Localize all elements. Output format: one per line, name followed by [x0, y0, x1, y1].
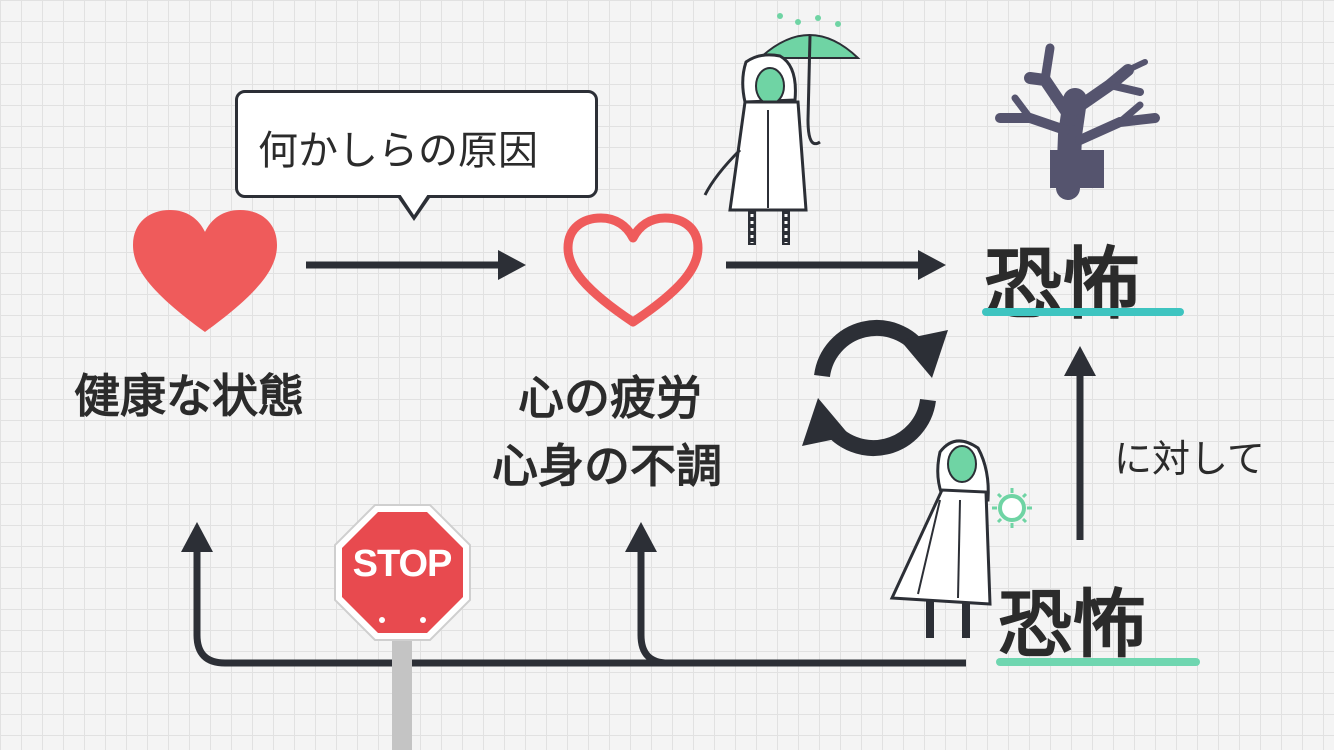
- umbrella-person-icon: [703, 13, 861, 245]
- fear-bottom-label: 恐怖: [998, 582, 1146, 668]
- cycle-arrows-icon: [802, 319, 948, 457]
- arrow-fatigue-to-fear: [726, 250, 946, 280]
- towards-label: に対して: [1114, 437, 1265, 481]
- healthy-state-label: 健康な状態: [74, 369, 304, 423]
- outline-heart-icon: [563, 213, 703, 327]
- fear-top-label: 恐怖: [984, 240, 1141, 330]
- cloaked-person-icon: [889, 439, 1032, 638]
- arrow-fear-up: [1064, 346, 1096, 540]
- fear-top-underline: [982, 308, 1184, 316]
- feedback-arrowhead-middle: [625, 522, 657, 552]
- feedback-arrows: [193, 548, 966, 667]
- fear-bottom-underline: [996, 658, 1200, 666]
- filled-heart-icon: [133, 210, 277, 332]
- stop-sign-icon: [334, 504, 471, 750]
- feedback-arrowhead-left: [181, 522, 213, 552]
- callout-label: 何かしらの原因: [258, 128, 538, 174]
- tree-trunk-base: [1050, 150, 1104, 188]
- stop-sign-text: STOP: [352, 543, 453, 585]
- fatigue-label-line1: 心の疲労: [518, 371, 702, 425]
- fatigue-label-line2: 心身の不調: [492, 439, 722, 493]
- callout-tail-inner: [400, 194, 428, 215]
- arrow-healthy-to-fatigue: [306, 250, 526, 280]
